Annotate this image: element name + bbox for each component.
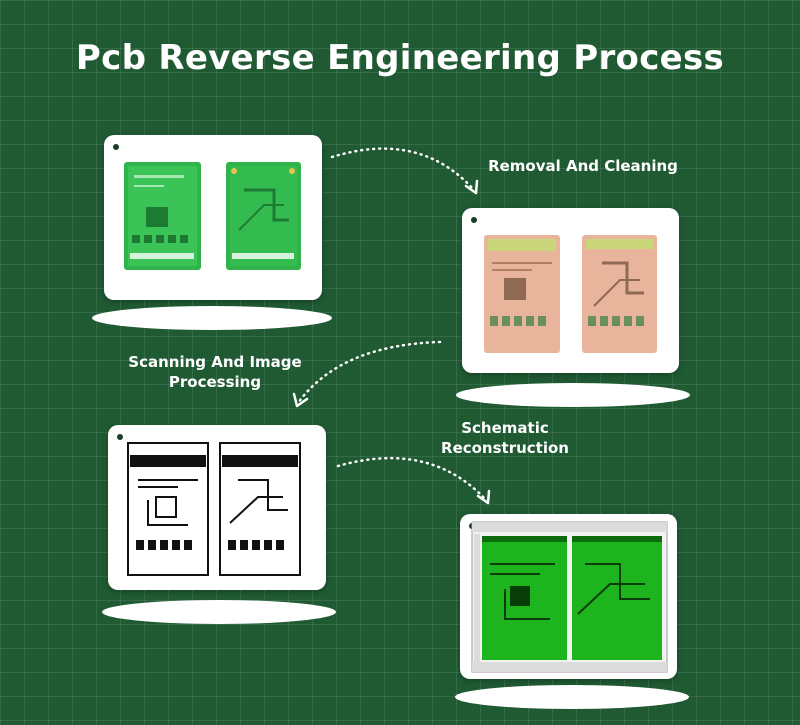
arrowhead-2 bbox=[292, 392, 309, 408]
step-label-schematic-reconstruction: Schematic Reconstruction bbox=[420, 418, 590, 458]
scanned-image bbox=[127, 442, 301, 576]
arrowhead-3 bbox=[476, 489, 491, 505]
step-label-line: Reconstruction bbox=[441, 439, 569, 457]
step-label-scanning-and-image-processing: Scanning And Image Processing bbox=[110, 352, 320, 392]
card-dot bbox=[117, 434, 123, 440]
card-dot bbox=[471, 217, 477, 223]
arrow-step-1 bbox=[330, 147, 476, 192]
arrow-step-3 bbox=[336, 456, 488, 502]
step-label-line: Scanning And Image bbox=[128, 353, 302, 371]
cleaned-pcb-card bbox=[462, 208, 679, 373]
pedestal-ellipse bbox=[92, 306, 332, 330]
pedestal-ellipse bbox=[455, 685, 689, 709]
original-pcb-image bbox=[124, 162, 301, 270]
original-pcb-card bbox=[104, 135, 322, 300]
cleaned-pcb-image bbox=[484, 235, 657, 353]
pedestal-ellipse bbox=[102, 600, 336, 624]
arrow-step-2 bbox=[296, 340, 442, 405]
card-dot bbox=[113, 144, 119, 150]
scanned-image-card bbox=[108, 425, 326, 590]
page-title: Pcb Reverse Engineering Process bbox=[75, 38, 725, 78]
schematic-card bbox=[460, 514, 677, 679]
pedestal-ellipse bbox=[456, 383, 690, 407]
step-label-removal-and-cleaning: Removal And Cleaning bbox=[470, 156, 696, 176]
step-label-line: Removal And Cleaning bbox=[488, 157, 678, 175]
step-label-line: Processing bbox=[168, 373, 262, 391]
step-label-line: Schematic bbox=[461, 419, 549, 437]
schematic-image bbox=[471, 521, 668, 673]
arrowhead-1 bbox=[464, 179, 479, 195]
